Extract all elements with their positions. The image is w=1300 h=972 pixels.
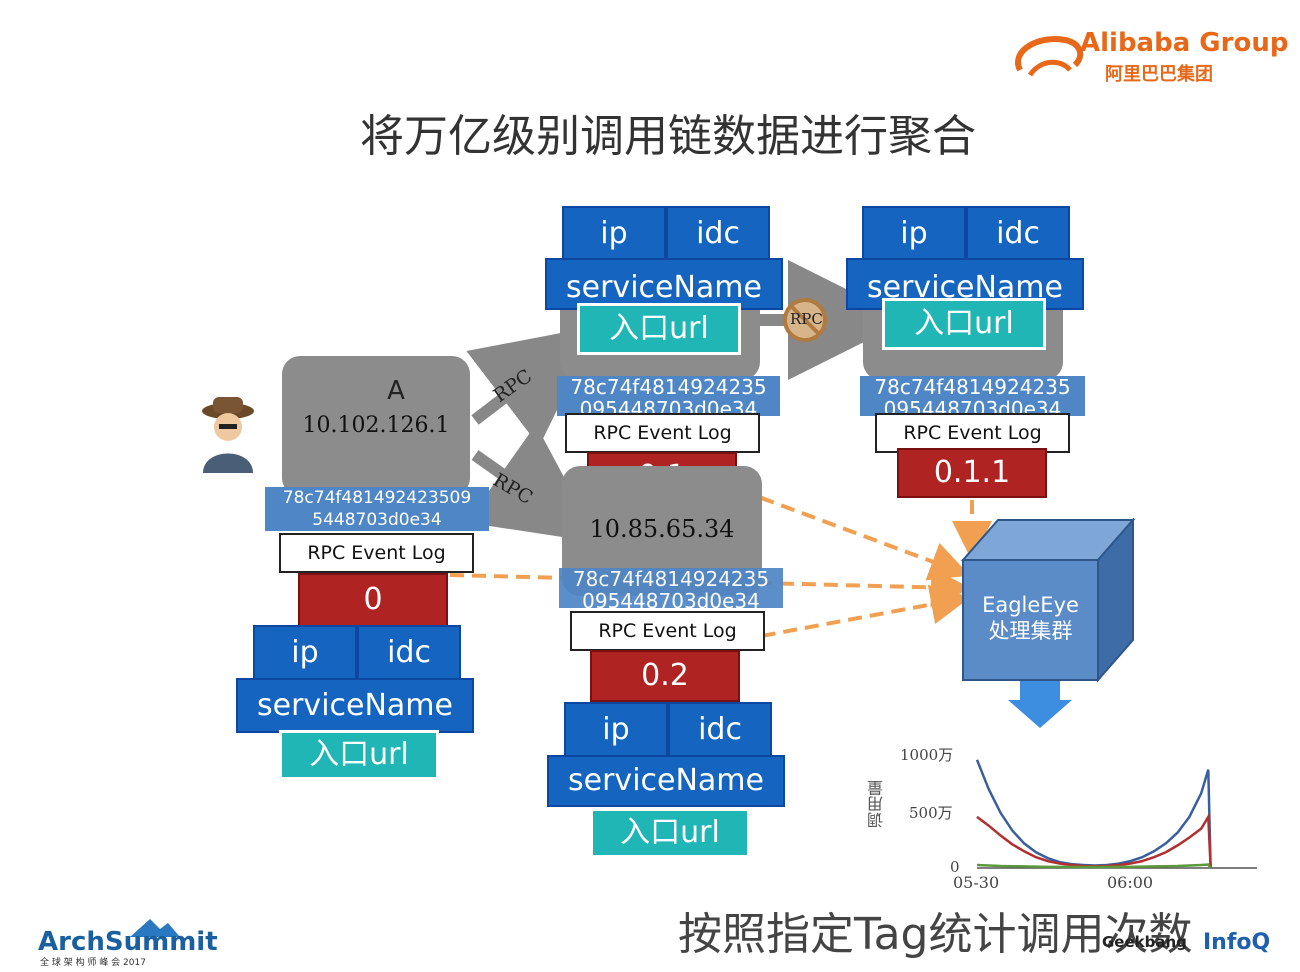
node-01-idc-cell: idc — [666, 206, 770, 261]
node-011-url-cell: 入口url — [882, 298, 1046, 350]
node-a-url-cell: 入口url — [279, 730, 439, 780]
eagleeye-line2: 处理集群 — [988, 619, 1073, 643]
node-a-name: A — [387, 376, 405, 406]
eagleeye-label: EagleEye 处理集群 — [963, 592, 1098, 644]
alibaba-wordmark-cn: 阿里巴巴集团 — [1105, 64, 1213, 85]
node-a-trace-id: 78c74f481492423509 5448703d0e34 — [265, 487, 489, 531]
node-02-ip: 10.85.65.34 — [589, 515, 735, 543]
geekbang-logo: Geekbang — [1102, 933, 1187, 951]
node-02-ip-cell: ip — [564, 702, 668, 757]
node-02-url-cell: 入口url — [590, 808, 750, 858]
chart-ytick-500: 500万 — [909, 804, 953, 822]
node-01-ip-cell: ip — [562, 206, 666, 261]
node-01-event-log: RPC Event Log — [565, 413, 760, 453]
eagleeye-line1: EagleEye — [982, 593, 1079, 617]
chart-svg — [975, 759, 1257, 869]
subtitle: 按照指定Tag统计调用次数 — [678, 909, 1193, 960]
node-a-event-log: RPC Event Log — [279, 533, 474, 573]
node-011-ip-cell: ip — [862, 206, 966, 261]
archsummit-wordmark: ArchSummit — [38, 927, 218, 957]
chart-xtick-0600: 06:00 — [1107, 873, 1154, 892]
node-02-idc-cell: idc — [668, 702, 772, 757]
blocked-rpc-icon — [783, 298, 827, 342]
node-011-idc-cell: idc — [966, 206, 1070, 261]
alibaba-swirl-icon — [1015, 36, 1084, 77]
down-arrow-icon — [1008, 680, 1072, 728]
chart-ylabel: 调用量 — [867, 780, 886, 828]
chart-ytick-1000: 1000万 — [900, 746, 954, 764]
trace-line-1: 78c74f4814924235 — [874, 376, 1071, 399]
node-02-trace-id: 78c74f4814924235 095448703d0e34 — [559, 568, 783, 608]
trace-line-2: 5448703d0e34 — [312, 510, 442, 530]
node-011-event-log: RPC Event Log — [875, 413, 1070, 453]
chart-series-line-2 — [976, 863, 1212, 869]
node-02-rpc-id: 0.2 — [590, 650, 740, 702]
node-a-service-cell: serviceName — [236, 678, 474, 733]
node-01-service-cell: serviceName — [545, 258, 783, 310]
chart-ytick-0: 0 — [950, 858, 960, 876]
rpc-label-blocked: RPC — [790, 310, 823, 328]
alibaba-logo: Alibaba Group 阿里巴巴集团 — [1010, 28, 1295, 88]
node-01-trace-id: 78c74f4814924235 095448703d0e34 — [557, 376, 780, 416]
trace-line-2: 095448703d0e34 — [579, 397, 758, 416]
node-a-idc-cell: idc — [357, 625, 461, 680]
mountain-icon — [130, 919, 180, 937]
node-a-ip-cell: ip — [253, 625, 357, 680]
trace-line-1: 78c74f4814924235 — [572, 568, 770, 591]
node-a-box — [282, 356, 470, 496]
chart-series-line-1 — [976, 812, 1212, 869]
node-011-trace-id: 78c74f4814924235 095448703d0e34 — [860, 376, 1085, 416]
trace-line-1: 78c74f4814924235 — [570, 376, 767, 399]
node-a-rpc-id: 0 — [298, 573, 448, 627]
node-02-event-log: RPC Event Log — [570, 611, 765, 651]
trace-line-1: 78c74f481492423509 — [282, 488, 472, 508]
page-title: 将万亿级别调用链数据进行聚合 — [360, 111, 976, 162]
trace-line-2: 095448703d0e34 — [883, 397, 1062, 416]
eagleeye-cube — [960, 518, 1136, 683]
node-a-ip: 10.102.126.1 — [302, 413, 450, 438]
infoq-logo: InfoQ — [1203, 930, 1271, 955]
user-avatar-icon — [202, 397, 254, 473]
alibaba-wordmark: Alibaba Group — [1080, 28, 1289, 58]
node-011-rpc-id: 0.1.1 — [897, 448, 1047, 498]
chart-xtick-0530: 05-30 — [953, 873, 1000, 892]
call-volume-chart: 调用量 1000万 500万 0 05-30 06:00 — [845, 720, 1265, 900]
chart-series-line-0 — [975, 759, 1212, 869]
archsummit-sub: 全 球 架 构 师 峰 会 2017 — [40, 958, 146, 968]
node-01-url-cell: 入口url — [577, 303, 741, 355]
trace-line-2: 095448703d0e34 — [582, 589, 760, 608]
archsummit-logo: ArchSummit 全 球 架 构 师 峰 会 2017 — [38, 917, 218, 968]
node-02-service-cell: serviceName — [547, 755, 785, 807]
